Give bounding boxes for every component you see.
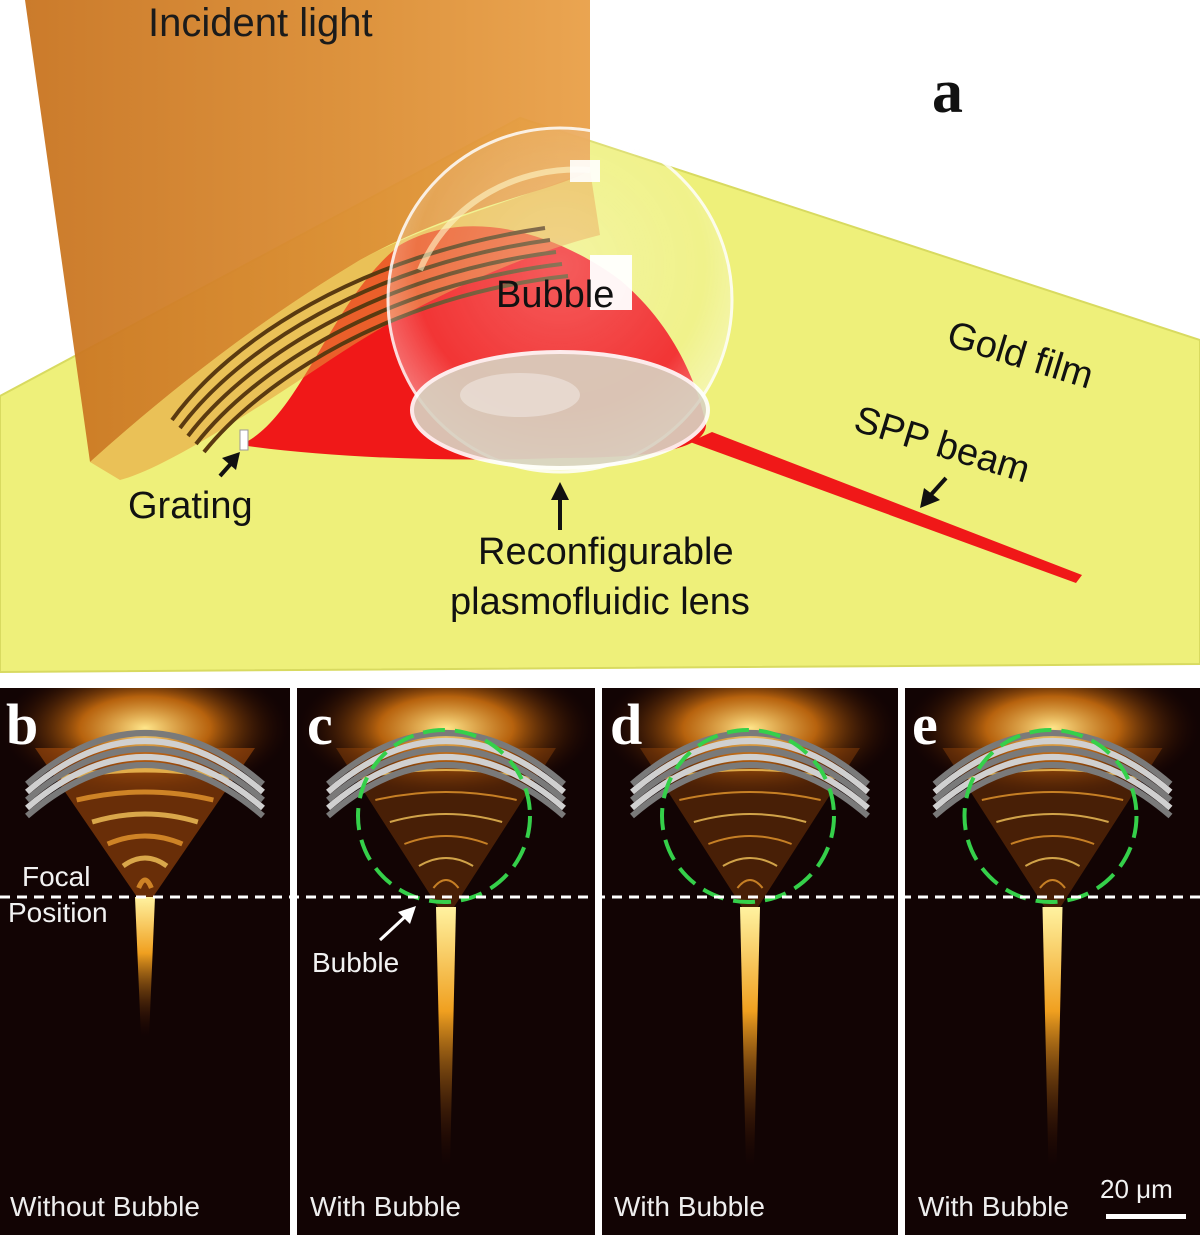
- grating-arrow: [218, 452, 240, 478]
- interference-fringe: [679, 791, 821, 801]
- grating-ring: [932, 738, 1173, 795]
- bubble-label: Bubble: [496, 274, 614, 316]
- panel-b-letter: b: [6, 692, 38, 757]
- panel-c: [297, 688, 595, 1235]
- focal-label-line2: Position: [8, 897, 108, 928]
- scale-bar-label: 20 μm: [1100, 1174, 1173, 1204]
- bubble-outline: [660, 728, 836, 904]
- interference-fringe: [1024, 857, 1081, 867]
- panel-c-letter: c: [307, 692, 333, 757]
- grating-overlay: [630, 730, 870, 819]
- grating-ring: [932, 730, 1173, 787]
- scale-bar: [1106, 1214, 1186, 1219]
- grating-ring: [326, 746, 566, 803]
- interference-fringe: [136, 877, 154, 890]
- grating-ring: [326, 762, 566, 819]
- interference-fringe: [432, 879, 460, 889]
- interference-fringe: [722, 857, 778, 867]
- interference-fringe: [708, 835, 792, 845]
- focal-label-line1: Focal: [22, 861, 90, 892]
- interference-fringe: [404, 835, 488, 845]
- grating-label: Grating: [128, 485, 253, 527]
- interference-fringe: [981, 791, 1124, 801]
- interference-fringe: [693, 813, 807, 823]
- interference-fringe: [91, 811, 199, 825]
- focused-beam: [740, 907, 760, 1167]
- focusing-cone: [336, 748, 556, 907]
- interference-fringe: [375, 791, 517, 801]
- focused-beam: [135, 897, 155, 1037]
- grating-ring: [326, 754, 566, 811]
- focusing-cone: [35, 748, 255, 897]
- panel-c-caption: With Bubble: [310, 1191, 461, 1222]
- panel-e: [905, 688, 1200, 1235]
- panel-d: [602, 688, 898, 1235]
- grating-ring: [932, 762, 1173, 819]
- spp-beam-line: [690, 432, 1082, 583]
- grating-ring: [932, 746, 1173, 803]
- grating-overlay: [932, 730, 1173, 819]
- bubble-pointer-label: Bubble: [312, 947, 399, 978]
- interference-fringe: [106, 833, 184, 847]
- interference-fringe: [1039, 879, 1066, 889]
- grating-ring: [630, 746, 870, 803]
- bubble-outline: [962, 728, 1139, 904]
- panel-a-letter: a: [932, 58, 963, 126]
- grating-overlay: [25, 730, 265, 819]
- focusing-cone: [942, 748, 1163, 907]
- lens-label-line1: Reconfigurable: [478, 531, 734, 573]
- panel-e-caption: With Bubble: [918, 1191, 1069, 1222]
- panel-a: Incident light a Bubble Gold film SPP be…: [0, 0, 1200, 674]
- interference-fringe: [76, 789, 214, 803]
- grating-ring: [630, 730, 870, 787]
- grating-ring: [630, 738, 870, 795]
- panel-b-caption: Without Bubble: [10, 1191, 200, 1222]
- grating-ring: [25, 730, 265, 787]
- lens-label-line2: plasmofluidic lens: [450, 581, 750, 623]
- grating-ring: [25, 738, 265, 795]
- incident-light-beam: [25, 0, 590, 462]
- grating-ring: [326, 730, 566, 787]
- interference-fringe: [389, 813, 503, 823]
- grating-ring: [326, 738, 566, 795]
- interference-fringe: [1010, 835, 1095, 845]
- panel-d-letter: d: [610, 692, 642, 757]
- focused-beam: [1042, 907, 1063, 1167]
- interference-fringe: [736, 879, 764, 889]
- panel-e-letter: e: [912, 692, 938, 757]
- bubble-pointer-arrow: [378, 906, 416, 942]
- bubble-outline: [356, 728, 532, 904]
- grating-ring: [630, 754, 870, 811]
- incident-light-label: Incident light: [148, 1, 373, 45]
- grating-ring: [25, 754, 265, 811]
- focused-beam: [436, 907, 456, 1167]
- interference-fringe: [121, 855, 169, 869]
- lens-arrow: [551, 482, 569, 530]
- grating-ring: [932, 754, 1173, 811]
- interference-fringe: [996, 813, 1109, 823]
- panel-b: [0, 688, 290, 1235]
- grating-ring: [25, 762, 265, 819]
- grating-tick: [239, 429, 249, 451]
- grating-ring: [25, 746, 265, 803]
- bubble-sphere: [386, 126, 734, 474]
- interference-fringe: [418, 857, 474, 867]
- grating-overlay: [326, 730, 566, 819]
- grating-ring: [630, 762, 870, 819]
- focusing-cone: [640, 748, 860, 907]
- spp-beam-arrow: [920, 476, 948, 508]
- panel-d-caption: With Bubble: [614, 1191, 765, 1222]
